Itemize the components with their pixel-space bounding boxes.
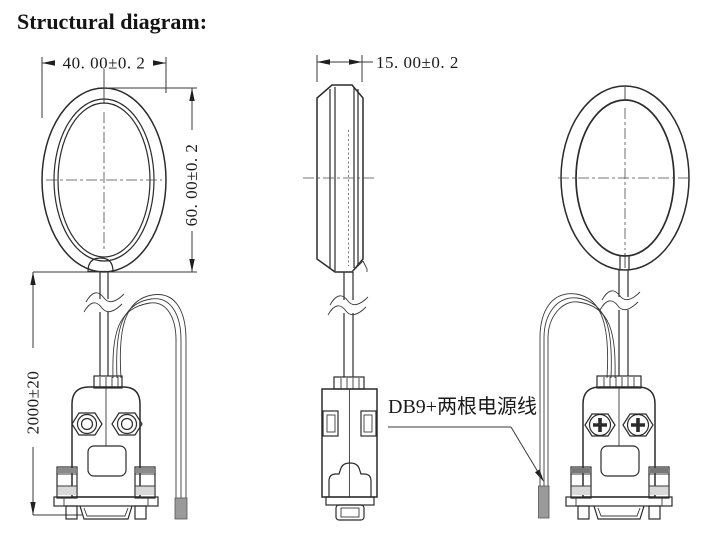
wire-stripped-tip: [538, 485, 550, 519]
break-symbol: [327, 305, 367, 316]
sensor-head-side: [303, 84, 377, 273]
dim-cable-length-text: 2000±20: [24, 371, 43, 435]
connector-flange: [565, 496, 673, 507]
dim-head-height-text: 60. 00±0. 2: [182, 144, 201, 227]
dim-head-width-text: 40. 00±0. 2: [63, 54, 146, 73]
break-symbol: [83, 302, 123, 313]
dsub-hood-profile: [328, 462, 372, 497]
arrowhead-icon: [189, 88, 195, 101]
connector-pin: [577, 505, 590, 520]
cable-clamp: [93, 375, 123, 389]
cable-clamp: [333, 376, 365, 390]
phillips-screw: [622, 413, 654, 437]
sensor-head-back: [558, 85, 692, 271]
side-view: 15. 00±0. 2: [303, 53, 544, 521]
back-view: [538, 85, 692, 520]
arrowhead-icon: [42, 60, 55, 66]
dsub-shroud: [593, 505, 645, 520]
arrowhead-icon: [189, 259, 195, 272]
thumbscrew-profile: [360, 410, 377, 437]
connector-flange: [325, 496, 375, 506]
wire-stripped-tip: [174, 497, 188, 520]
db9-connector-back: [565, 375, 673, 520]
arrowhead-icon: [317, 59, 330, 65]
break-symbol: [599, 300, 639, 311]
dimension-head-width: 40. 00±0. 2: [41, 54, 167, 118]
break-symbol: [601, 290, 641, 301]
connector-pin: [65, 505, 78, 520]
thumbscrew: [570, 466, 592, 499]
dsub-shroud: [335, 504, 365, 521]
power-wires-back: [538, 293, 616, 519]
connector-shell: [582, 386, 656, 498]
arrowhead-icon: [30, 272, 36, 285]
cable-boss: [87, 257, 114, 273]
thumbscrew: [134, 466, 156, 499]
connector-pin: [648, 505, 661, 520]
hex-nut: [111, 412, 143, 436]
arrowhead-icon: [153, 60, 166, 66]
phillips-screw: [584, 413, 616, 437]
thumbscrew: [56, 466, 78, 499]
thumbscrew-profile: [322, 410, 339, 437]
connector-label-plate: [87, 445, 127, 477]
front-view: 40. 00±0. 2 60. 00±0. 2 2000±20: [24, 54, 201, 520]
cable-front: [83, 272, 125, 376]
connector-callout-text: DB9+两根电源线: [388, 395, 537, 418]
connector-label-plate: [600, 445, 640, 477]
arrowhead-icon: [535, 469, 544, 482]
dimension-head-height: 60. 00±0. 2: [33, 87, 201, 273]
connector-shell: [71, 386, 141, 498]
break-symbol: [329, 295, 369, 306]
db9-connector-front: [53, 375, 159, 520]
connector-flange: [53, 496, 159, 507]
connector-callout: DB9+两根电源线: [388, 395, 544, 482]
cable-side: [327, 272, 369, 377]
sensor-head-front: [41, 69, 167, 273]
dim-head-thickness-text: 15. 00±0. 2: [376, 53, 459, 72]
power-wires-front: [112, 294, 188, 520]
arrowhead-icon: [30, 502, 36, 515]
arrowhead-icon: [349, 59, 362, 65]
db9-connector-side: [321, 376, 378, 521]
break-symbol: [85, 292, 125, 303]
connector-pin: [134, 505, 147, 520]
dimension-cable-length: 2000±20: [24, 272, 82, 516]
dsub-shroud: [79, 505, 133, 520]
thumbscrew: [648, 466, 670, 499]
hex-nut: [71, 412, 103, 436]
page-title: Structural diagram:: [17, 9, 207, 34]
dimension-head-thickness: 15. 00±0. 2: [316, 53, 459, 82]
cable-back: [599, 270, 641, 376]
